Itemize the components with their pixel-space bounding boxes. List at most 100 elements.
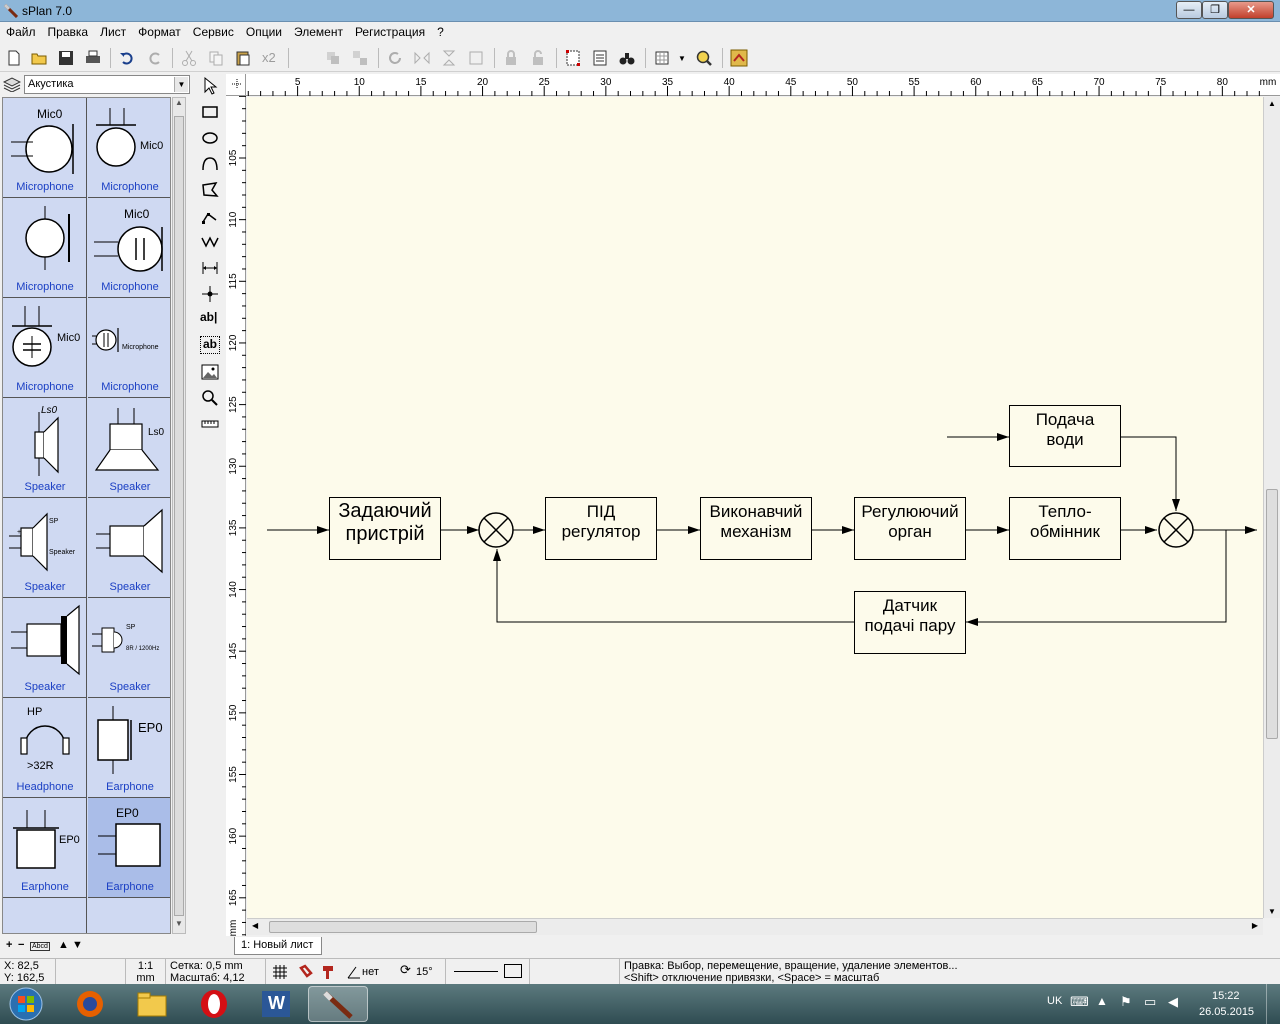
page-frame-icon[interactable] [564,49,582,67]
library-item-microphone[interactable]: Mic0 Microphone [88,198,170,298]
move-down-icon[interactable]: ▼ [72,939,83,951]
scroll-up-icon[interactable]: ▲ [175,98,183,107]
taskbar-firefox[interactable] [60,986,120,1022]
polyline-tool-icon[interactable] [200,206,220,226]
block-water-supply[interactable]: Подача води [1009,405,1121,467]
library-item-speaker[interactable]: Ls0 Speaker [88,398,170,498]
ruler-origin-icon[interactable] [226,74,246,96]
menu-file[interactable]: Файл [6,25,36,39]
clock-date[interactable]: 26.05.2015 [1199,1006,1255,1018]
block-steam-sensor[interactable]: Датчик подачі пару [854,591,966,654]
taskbar-splan-active[interactable] [308,986,368,1022]
menu-edit[interactable]: Правка [47,25,89,39]
menu-service[interactable]: Сервис [192,25,234,39]
grid-dropdown-chevron-icon[interactable]: ▼ [678,54,686,63]
chevron-down-icon[interactable]: ▼ [174,77,188,92]
close-button[interactable]: ✕ [1228,1,1274,19]
new-file-icon[interactable] [5,49,23,67]
line-style-selector[interactable] [446,959,530,985]
library-item-earphone-selected[interactable]: EP0 Earphone [88,798,170,898]
menu-sheet[interactable]: Лист [100,25,127,39]
save-icon[interactable] [57,49,75,67]
magnet-snap-icon[interactable] [298,964,314,980]
library-item-microphone[interactable]: Mic0 Microphone [3,98,87,198]
redo-icon[interactable] [146,49,164,67]
library-item-microphone[interactable]: Mic0 Microphone [88,98,170,198]
action-center-flag-icon[interactable]: ⚑ [1120,994,1132,1009]
library-scrollbar[interactable]: ▲ ▼ [172,97,186,934]
measure-tool-icon[interactable] [200,414,220,434]
rotate-angle-icon[interactable]: ⟳ [400,962,411,977]
menu-element[interactable]: Элемент [294,25,343,39]
library-item-headphone[interactable]: HP >32R Headphone [3,698,87,798]
library-scroll-thumb[interactable] [174,116,184,916]
show-desktop-button[interactable] [1266,984,1280,1024]
scroll-down-icon[interactable]: ▼ [175,919,183,928]
unlock-icon[interactable] [529,49,547,67]
junction-tool-icon[interactable] [200,284,220,304]
scroll-right-icon[interactable]: ▶ [1251,921,1258,930]
move-up-icon[interactable]: ▲ [58,939,69,951]
canvas-horizontal-scrollbar[interactable]: ◀ ▶ [247,918,1263,935]
network-icon[interactable]: ▭ [1144,994,1157,1009]
scroll-up-icon[interactable]: ▲ [1268,99,1276,108]
keyboard-language[interactable]: UK [1047,995,1063,1007]
block-heat-exchanger[interactable]: Тепло- обмінник [1009,497,1121,560]
parts-list-icon[interactable] [591,49,609,67]
zoom-tool-icon[interactable] [200,388,220,408]
library-item-speaker[interactable]: Speaker [88,498,170,598]
duplicate-x2-icon[interactable]: x2 [262,50,276,65]
taskbar-explorer[interactable] [122,986,182,1022]
block-regulating-organ[interactable]: Регулюючий орган [854,497,966,560]
text-tool-icon[interactable]: ab| [200,310,218,324]
library-item-speaker[interactable]: + SP Speaker Speaker [3,498,87,598]
volume-icon[interactable]: ◀ [1168,994,1178,1009]
canvas-vertical-scrollbar[interactable]: ▲ ▼ [1263,97,1280,918]
mirror-vertical-icon[interactable] [440,49,458,67]
cut-icon[interactable] [180,49,198,67]
menu-options[interactable]: Опции [245,25,282,39]
ungroup-icon[interactable] [351,49,369,67]
library-item-earphone[interactable]: EP0 Earphone [3,798,87,898]
grid-snap-icon[interactable] [272,964,288,980]
block-pid-regulator[interactable]: ПІД регулятор [545,497,657,560]
add-library-icon[interactable]: + [6,939,13,951]
bezier-tool-icon[interactable] [200,232,220,252]
menu-registration[interactable]: Регистрация [354,25,426,39]
rectangle-tool-icon[interactable] [200,102,220,122]
keyboard-icon[interactable]: ⌨ [1070,994,1089,1009]
drawing-canvas[interactable]: Задаючий пристрій ПІД регулятор Виконавч… [247,97,1263,918]
taskbar-word[interactable]: W [246,986,306,1022]
align-icon[interactable] [467,49,485,67]
component-wizard-icon[interactable] [730,49,748,67]
show-hidden-icons-icon[interactable]: ▲ [1096,994,1108,1008]
menu-help[interactable]: ? [437,25,444,39]
textbox-tool-icon[interactable]: ab [200,336,220,354]
arc-tool-icon[interactable] [200,154,220,174]
dimension-tool-icon[interactable] [200,258,220,278]
library-selector[interactable]: Акустика▼ [3,75,190,94]
library-item-microphone[interactable]: Microphone Microphone [88,298,170,398]
search-binoculars-icon[interactable] [618,49,636,67]
clock-time[interactable]: 15:22 [1212,990,1240,1002]
library-dropdown[interactable]: Акустика▼ [24,75,190,94]
group-icon[interactable] [324,49,342,67]
tab-sheet-1[interactable]: 1: Новый лист [234,937,322,955]
open-folder-icon[interactable] [30,49,48,67]
paste-icon[interactable] [234,49,252,67]
canvas-vertical-scroll-thumb[interactable] [1266,489,1278,739]
lock-icon[interactable] [502,49,520,67]
undo-icon[interactable] [118,49,136,67]
scroll-left-icon[interactable]: ◀ [252,921,259,930]
grid-icon[interactable] [653,49,671,67]
taskbar-opera[interactable] [184,986,244,1022]
block-setter[interactable]: Задаючий пристрій [329,497,441,560]
minimize-button[interactable]: — [1176,1,1202,19]
library-item-speaker[interactable]: SP 8R / 1200Hz Speaker [88,598,170,698]
select-arrow-icon[interactable] [200,76,220,96]
image-tool-icon[interactable] [200,362,220,382]
rotate-icon[interactable] [386,49,404,67]
print-icon[interactable] [84,49,102,67]
start-button-windows-icon[interactable] [6,986,46,1022]
scroll-down-icon[interactable]: ▼ [1268,907,1276,916]
